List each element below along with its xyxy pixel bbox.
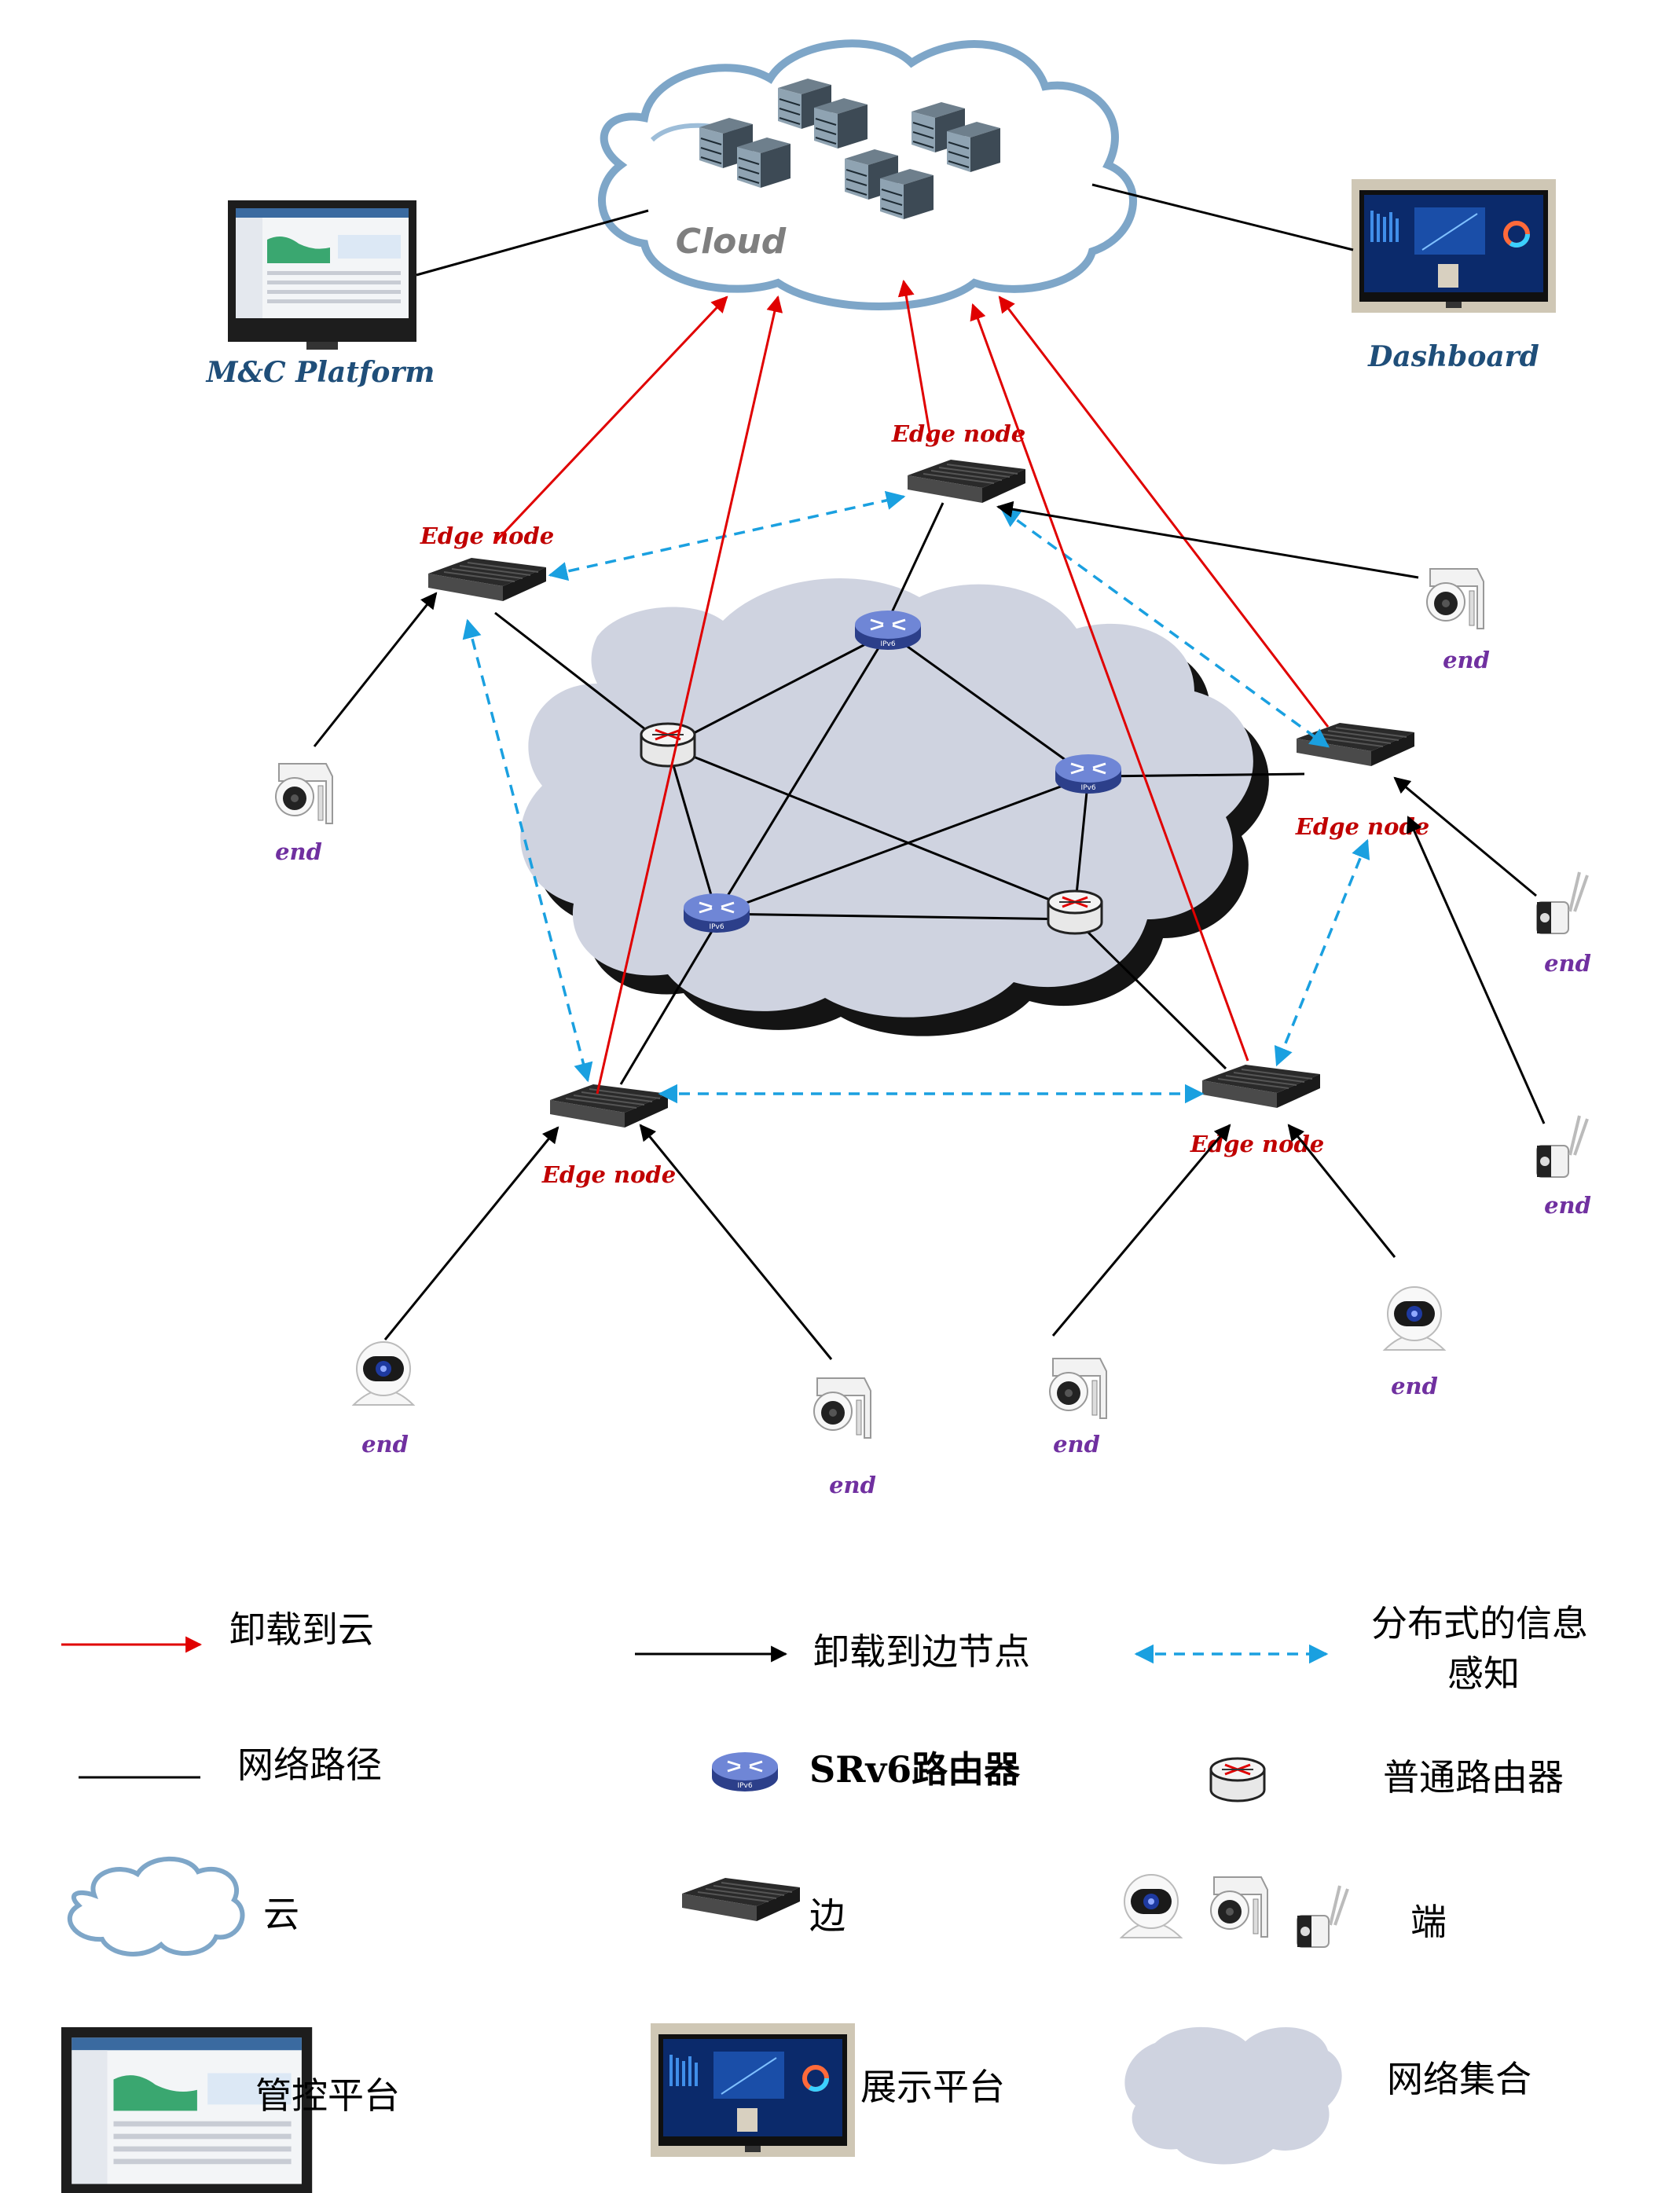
legend-cloud-label: 云	[263, 1893, 299, 1935]
server-rack-icon	[736, 137, 791, 189]
edge-box-icon[interactable]	[549, 1084, 669, 1128]
legend-normal-router-label: 普通路由器	[1383, 1756, 1564, 1799]
legend-network-path-label: 网络路径	[237, 1744, 382, 1786]
legend-normal-router-icon	[1209, 1757, 1266, 1802]
end-label: end	[829, 1472, 876, 1498]
server-rack-icon	[813, 97, 868, 149]
cloud-dashboard-link	[1091, 183, 1354, 251]
srv6-router-icon[interactable]	[682, 892, 751, 934]
legend-srv6-router-label: SRv6路由器	[809, 1748, 1021, 1791]
legend-mc-platform-label: 管控平台	[255, 2074, 400, 2117]
cloud-label: Cloud	[676, 222, 787, 262]
cloud-mc-link	[416, 209, 649, 277]
dashboard-label: Dashboard	[1367, 340, 1539, 373]
legend-cloud-icon	[67, 1856, 245, 1956]
legend-info-sense-label-2: 感知	[1447, 1652, 1520, 1695]
legend-ptz-camera-icon	[1121, 1874, 1182, 1938]
legend-offload-edge-label: 卸载到边节点	[813, 1630, 1030, 1673]
srv6-router-icon[interactable]	[853, 609, 923, 651]
edge-box-icon[interactable]	[1201, 1064, 1321, 1109]
ptz-camera-icon[interactable]	[1384, 1286, 1445, 1351]
dome-camera-icon[interactable]	[813, 1377, 871, 1439]
end-label: end	[1053, 1431, 1100, 1458]
edge-box-icon[interactable]	[1296, 722, 1415, 767]
dome-camera-icon[interactable]	[1049, 1358, 1107, 1419]
normal-router-icon[interactable]	[640, 722, 696, 768]
legend-end-label: 端	[1410, 1901, 1447, 1943]
legend-offload-cloud-label: 卸载到云	[229, 1608, 374, 1651]
end-label: end	[1443, 647, 1490, 673]
distributed-info-links	[462, 490, 1370, 1104]
legend-edge-icon	[681, 1877, 801, 1922]
mc-platform-label: M&C Platform	[205, 356, 435, 389]
mc-platform-monitor[interactable]	[228, 200, 416, 350]
edge-node-label: Edge node	[891, 420, 1025, 447]
legend-network-set-label: 网络集合	[1387, 2058, 1531, 2100]
offload-to-cloud-links	[493, 279, 1330, 1095]
bullet-camera-icon[interactable]	[1535, 1114, 1589, 1179]
ptz-camera-icon[interactable]	[353, 1341, 414, 1406]
edge-node-label: Edge node	[541, 1161, 676, 1188]
end-label: end	[275, 838, 322, 865]
end-label: end	[361, 1431, 409, 1458]
legend-info-sense-label-1: 分布式的信息	[1371, 1602, 1588, 1645]
srv6-router-icon[interactable]	[1054, 753, 1123, 795]
legend-display-platform-label: 展示平台	[860, 2066, 1005, 2108]
dome-camera-icon[interactable]	[1426, 568, 1484, 629]
offload-to-edge-links	[313, 501, 1546, 1360]
normal-router-icon[interactable]	[1047, 889, 1103, 935]
server-rack-icon	[946, 121, 1001, 173]
edge-box-icon[interactable]	[907, 459, 1026, 504]
end-label: end	[1544, 1192, 1591, 1219]
edge-box-icon[interactable]	[427, 557, 547, 602]
edge-node-label: Edge node	[420, 523, 554, 549]
legend-srv6-router-icon	[710, 1751, 779, 1793]
bullet-camera-icon[interactable]	[1535, 871, 1589, 935]
dome-camera-icon[interactable]	[275, 763, 333, 824]
legend-dashboard-monitor-icon	[651, 2023, 855, 2157]
legend-bullet-camera-icon	[1296, 1884, 1349, 1949]
end-label: end	[1391, 1373, 1438, 1399]
end-label: end	[1544, 950, 1591, 977]
legend: 卸载到云 卸载到边节点 分布式的信息 感知 网络路径 SRv6路由器 普通路由器…	[61, 1602, 1588, 2193]
legend-edge-label: 边	[809, 1894, 846, 1937]
legend-network-set-icon	[1124, 2026, 1342, 2165]
server-rack-icon	[879, 168, 934, 220]
legend-dome-camera-icon	[1210, 1876, 1268, 1938]
dashboard-monitor[interactable]	[1352, 179, 1556, 313]
